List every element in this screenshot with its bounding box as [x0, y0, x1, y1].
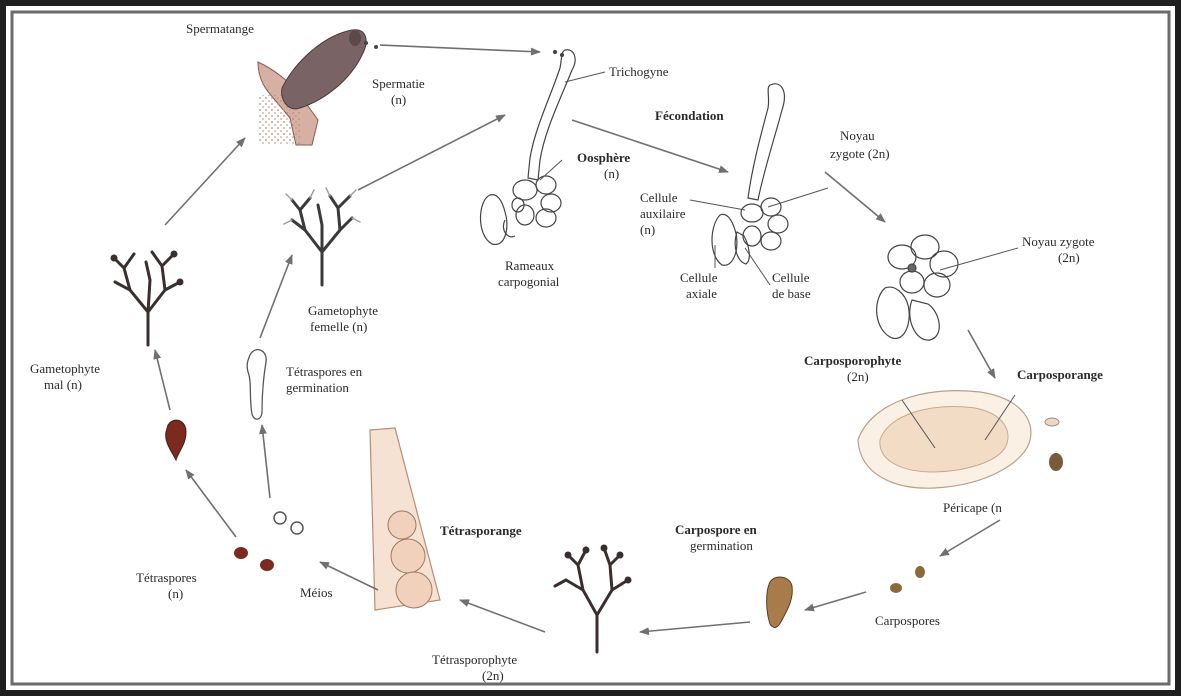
label-noyau-zygote-b1: Noyau zygote — [1022, 234, 1095, 249]
label-spermatie: Spermatie — [372, 76, 425, 91]
label-tetraspores-2: (n) — [168, 586, 183, 601]
label-rameaux-1: Rameaux — [505, 258, 555, 273]
label-gametophyte-mal-1: Gametophyte — [30, 361, 100, 376]
label-tetraspores-1: Tétraspores — [136, 570, 197, 585]
label-meios: Méios — [300, 585, 333, 600]
label-tetrasporophyte-1: Tétrasporophyte — [432, 652, 517, 667]
label-gametophyte-femelle-1: Gametophyte — [308, 303, 378, 318]
label-cellule-aux-2: auxilaire — [640, 206, 686, 221]
label-spermatie-n: (n) — [391, 92, 406, 107]
label-noyau-zygote-1: Noyau — [840, 128, 875, 143]
label-oosphere: Oosphère — [577, 150, 630, 165]
label-rameaux-2: carpogonial — [498, 274, 560, 289]
label-carposporophyte-2: (2n) — [847, 369, 869, 384]
label-carpospore-germination-1: Carpospore en — [675, 522, 758, 537]
label-noyau-zygote-b2: (2n) — [1058, 250, 1080, 265]
label-spermatange: Spermatange — [186, 21, 254, 36]
label-gametophyte-mal-2: mal (n) — [44, 377, 82, 392]
label-trichogyne: Trichogyne — [609, 64, 669, 79]
label-pericarpe: Péricape (n — [943, 500, 1002, 515]
label-cellule-axiale-1: Cellule — [680, 270, 718, 285]
label-tetraspores-germination-1: Tétraspores en — [286, 364, 363, 379]
label-carposporophyte-1: Carposporophyte — [804, 353, 902, 368]
label-tetraspores-germination-2: germination — [286, 380, 349, 395]
label-cellule-base-2: de base — [772, 286, 811, 301]
label-tetrasporophyte-2: (2n) — [482, 668, 504, 683]
label-carpospores: Carpospores — [875, 613, 940, 628]
label-carposporange: Carposporange — [1017, 367, 1103, 382]
label-gametophyte-femelle-2: femelle (n) — [310, 319, 367, 334]
label-oosphere-n: (n) — [604, 166, 619, 181]
label-noyau-zygote-2: zygote (2n) — [830, 146, 890, 161]
label-tetrasporange: Tétrasporange — [440, 523, 522, 538]
label-fecondation: Fécondation — [655, 108, 724, 123]
label-cellule-axiale-2: axiale — [686, 286, 717, 301]
label-carpospore-germination-2: germination — [690, 538, 753, 553]
label-cellule-aux-1: Cellule — [640, 190, 678, 205]
label-cellule-aux-3: (n) — [640, 222, 655, 237]
label-cellule-base-1: Cellule — [772, 270, 810, 285]
